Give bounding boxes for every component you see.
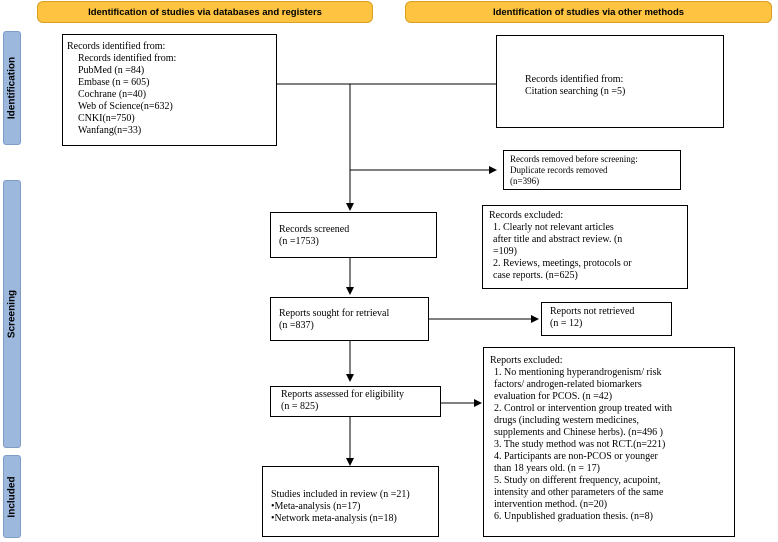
excluded-reports-line-10: than 18 years old. (n = 17) bbox=[494, 463, 600, 474]
excluded-reports-line-4: evaluation for PCOS. (n =42) bbox=[494, 391, 613, 402]
header-other-label: Identification of studies via other meth… bbox=[492, 6, 685, 18]
box-reports-not-retrieved: Reports not retrieved (n = 12) bbox=[541, 302, 672, 336]
header-other-methods: Identification of studies via other meth… bbox=[405, 1, 772, 23]
header-databases: Identification of studies via databases … bbox=[37, 1, 373, 23]
excluded-reports-line-2: 1. No mentioning hyperandrogenism/ risk bbox=[494, 367, 662, 378]
excluded-reports-line-1: Reports excluded: bbox=[490, 355, 563, 366]
stage-identification: Identification bbox=[3, 31, 21, 145]
box-records-identified-other: Records identified from: Citation search… bbox=[496, 35, 724, 128]
excluded-reports-line-12: intensity and other parameters of the sa… bbox=[494, 487, 664, 498]
source-wanfang: Wanfang(n=33) bbox=[78, 125, 142, 136]
header-databases-label: Identification of studies via databases … bbox=[88, 6, 322, 18]
box-reports-sought: Reports sought for retrieval (n =837) bbox=[270, 297, 429, 341]
excluded-reports-line-11: 5. Study on different frequency, acupoin… bbox=[494, 475, 661, 486]
removed-line-2: Duplicate records removed bbox=[510, 165, 608, 175]
excluded-reports-line-3: factors/ androgen-related biomarkers bbox=[494, 379, 642, 390]
box-records-identified-databases: Records identified from: Records identif… bbox=[62, 34, 277, 146]
excluded-records-line-4: =109) bbox=[493, 246, 517, 257]
identified-other-line-2: Citation searching (n =5) bbox=[525, 86, 626, 97]
sought-line-1: Reports sought for retrieval bbox=[279, 308, 390, 319]
excluded-records-line-6: case reports. (n=625) bbox=[493, 270, 578, 281]
excluded-reports-line-6: drugs (including western medicines, bbox=[494, 415, 639, 426]
source-cnki: CNKI(n=750) bbox=[78, 113, 135, 124]
screened-line-2: (n =1753) bbox=[279, 236, 319, 247]
excluded-records-line-5: 2. Reviews, meetings, protocols or bbox=[493, 258, 632, 269]
excluded-reports-line-5: 2. Control or intervention group treated… bbox=[494, 403, 673, 414]
identified-db-subtitle: Records identified from: bbox=[78, 53, 177, 64]
excluded-records-line-1: Records excluded: bbox=[489, 210, 564, 221]
assessed-line-2: (n = 825) bbox=[281, 401, 319, 412]
excluded-reports-line-7: supplements and Chinese herbs). (n=496 ) bbox=[494, 427, 663, 438]
excluded-reports-line-8: 3. The study method was not RCT.(n=221) bbox=[494, 439, 666, 450]
removed-line-1: Records removed before screening: bbox=[510, 154, 638, 164]
not-retrieved-line-2: (n = 12) bbox=[550, 318, 583, 329]
source-pubmed: PubMed (n =84) bbox=[78, 65, 145, 76]
box-reports-assessed: Reports assessed for eligibility (n = 82… bbox=[270, 386, 441, 417]
included-line-2: •Meta-analysis (n=17) bbox=[271, 501, 361, 512]
source-embase: Embase (n = 605) bbox=[78, 77, 150, 88]
excluded-records-line-3: after title and abstract review. (n bbox=[493, 234, 623, 245]
identified-other-line-1: Records identified from: bbox=[525, 74, 624, 85]
included-line-3: •Network meta-analysis (n=18) bbox=[271, 513, 397, 524]
assessed-line-1: Reports assessed for eligibility bbox=[281, 389, 405, 400]
sought-line-2: (n =837) bbox=[279, 320, 314, 331]
source-cochrane: Cochrane (n=40) bbox=[78, 89, 147, 100]
excluded-reports-line-14: 6. Unpublished graduation thesis. (n=8) bbox=[494, 511, 653, 522]
excluded-reports-line-9: 4. Participants are non-PCOS or younger bbox=[494, 451, 658, 462]
box-records-removed: Records removed before screening: Duplic… bbox=[503, 150, 681, 190]
source-web-of-science: Web of Science(n=632) bbox=[78, 101, 173, 112]
excluded-reports-line-13: intervention method. (n=20) bbox=[494, 499, 608, 510]
excluded-records-line-2: 1. Clearly not relevant articles bbox=[493, 222, 614, 233]
box-records-screened: Records screened (n =1753) bbox=[270, 212, 437, 258]
box-studies-included: Studies included in review (n =21) •Meta… bbox=[262, 466, 439, 537]
included-line-1: Studies included in review (n =21) bbox=[271, 489, 410, 500]
stage-screening: Screening bbox=[3, 180, 21, 448]
screened-line-1: Records screened bbox=[279, 224, 350, 235]
identified-db-title: Records identified from: bbox=[67, 41, 166, 52]
removed-line-3: (n=396) bbox=[510, 176, 540, 186]
stage-included: Included bbox=[3, 455, 21, 538]
not-retrieved-line-1: Reports not retrieved bbox=[550, 306, 635, 317]
box-records-excluded: Records excluded: 1. Clearly not relevan… bbox=[482, 205, 688, 289]
box-reports-excluded: Reports excluded: 1. No mentioning hyper… bbox=[483, 347, 735, 537]
